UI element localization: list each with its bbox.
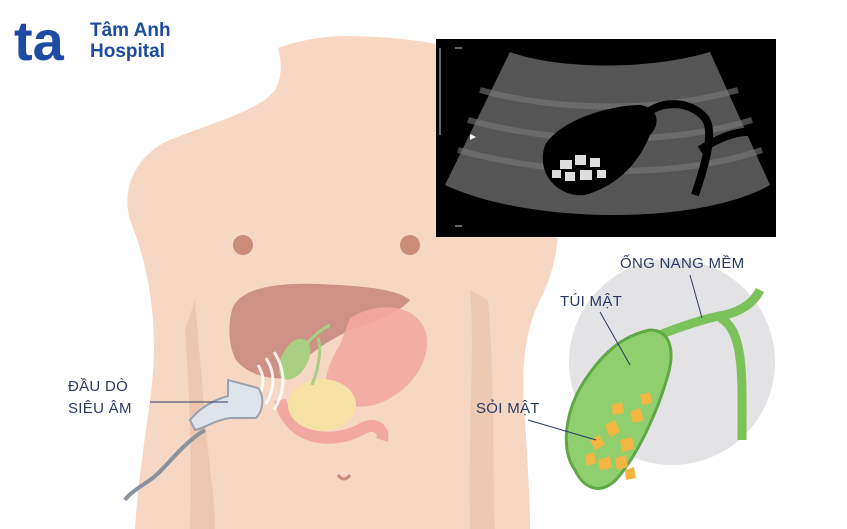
body-gallbladder bbox=[278, 338, 311, 380]
navel bbox=[336, 474, 352, 481]
ultrasound-duct bbox=[642, 100, 756, 197]
cystic-duct-label: ỐNG NANG MỀM bbox=[620, 255, 745, 272]
probe-label-line-1: ĐẦU DÒ bbox=[68, 378, 129, 395]
cystic-duct-pointer bbox=[689, 274, 703, 319]
body-bile-duct bbox=[303, 323, 331, 386]
gallbladder-label: TÚI MẬT bbox=[560, 293, 623, 310]
stomach bbox=[325, 307, 427, 407]
intestine bbox=[274, 398, 389, 444]
cystic-duct bbox=[646, 287, 765, 441]
torso-shadow-right bbox=[469, 290, 495, 529]
gallstones bbox=[585, 392, 652, 480]
right-nipple bbox=[400, 235, 420, 255]
ultrasound-marker-icon bbox=[470, 134, 476, 140]
brand-logo: ta Tâm Anh Hospital bbox=[14, 14, 171, 68]
ultrasound-scale bbox=[439, 47, 462, 227]
left-nipple bbox=[233, 235, 253, 255]
probe-label-line-2: SIÊU ÂM bbox=[68, 400, 132, 417]
brand-line-1: Tâm Anh bbox=[90, 20, 171, 41]
gallstones-label: SỎI MẬT bbox=[476, 400, 540, 417]
ultrasound-stones bbox=[552, 155, 606, 181]
ta-logo-icon: ta bbox=[14, 14, 65, 68]
ultrasound-probe bbox=[188, 378, 264, 432]
probe-cable bbox=[123, 428, 207, 502]
svg-text:ta: ta bbox=[14, 14, 65, 68]
brand-name: Tâm Anh Hospital bbox=[90, 20, 171, 62]
pancreas bbox=[288, 379, 356, 431]
brand-line-2: Hospital bbox=[90, 41, 165, 62]
gallbladder-pointer bbox=[599, 311, 631, 366]
gallstones-pointer bbox=[527, 419, 597, 441]
